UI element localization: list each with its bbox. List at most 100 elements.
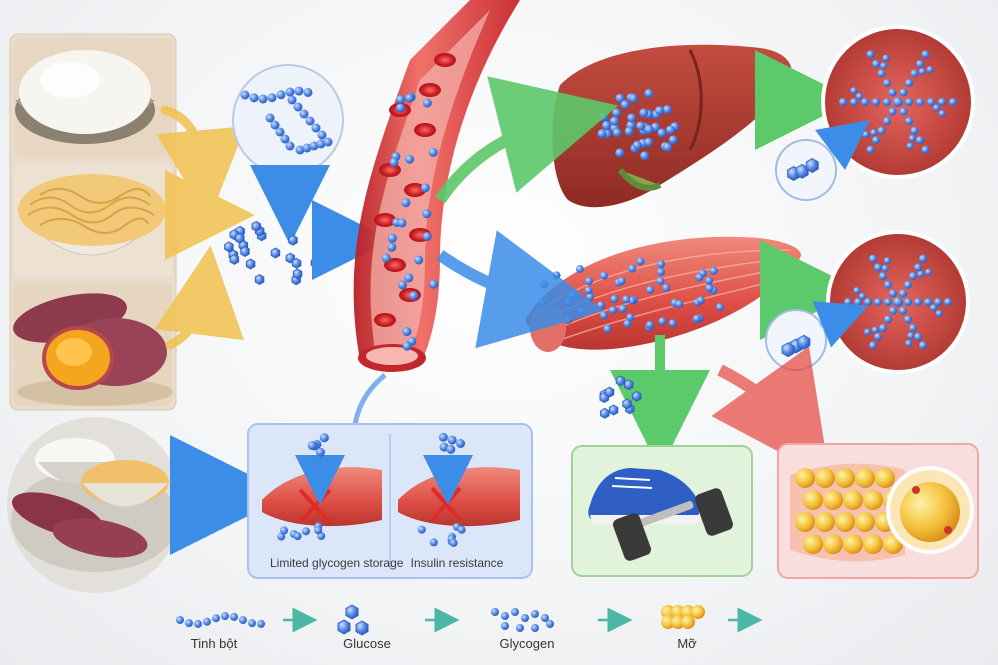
glucose-bead	[938, 98, 946, 106]
glucose-hexagon	[345, 604, 359, 620]
starch-chain-inset	[232, 64, 344, 245]
glucose-hexagon	[224, 241, 234, 253]
glucose-hexagon	[254, 274, 265, 285]
glucose-molecule-icon	[337, 604, 369, 636]
glucose-bead	[265, 113, 275, 123]
liver	[552, 44, 792, 208]
glucose-bead	[285, 141, 295, 151]
glucose-bead	[552, 271, 561, 280]
glucose-bead	[881, 264, 889, 272]
glucose-hexagon	[251, 220, 262, 232]
glucose-hexagon	[291, 257, 302, 269]
glucose-bead	[855, 92, 863, 100]
fat-cell	[835, 468, 855, 488]
glucose-bead	[303, 87, 313, 97]
glucose-bead	[705, 284, 714, 293]
glucose-bead	[893, 97, 903, 107]
glucose-bead	[715, 303, 724, 312]
glucose-bead	[870, 129, 878, 137]
fat-cell	[681, 605, 695, 619]
glucose-bead	[908, 134, 916, 142]
glucose-bead	[910, 69, 919, 78]
glucose-bead	[917, 270, 925, 278]
glucose-hexagon	[622, 398, 632, 410]
glucose-hexagon	[797, 334, 811, 350]
glucose-bead	[531, 610, 539, 618]
fat-cell	[843, 490, 863, 510]
fat-cell	[855, 512, 875, 532]
food-panel	[9, 33, 177, 411]
muscle-glycogen-inset	[765, 230, 970, 374]
fat-cell	[843, 534, 863, 554]
glucose-bead	[640, 151, 650, 161]
glucose-bead	[456, 439, 466, 449]
glucose-bead	[438, 432, 448, 442]
fat-cell	[671, 615, 685, 629]
glucose-bead	[608, 306, 617, 315]
glucose-bead	[584, 277, 593, 286]
glucose-bead	[879, 272, 887, 281]
glucose-bead	[872, 136, 880, 145]
glucose-bead	[194, 619, 202, 628]
glucose-bead	[926, 66, 934, 74]
glucose-bead	[612, 108, 622, 118]
glucose-bead	[293, 532, 302, 541]
mixed-food-plate	[7, 417, 183, 593]
glucose-bead	[904, 280, 912, 289]
glucose-bead	[447, 435, 457, 445]
glucose-bead	[221, 612, 229, 621]
glucose-bead	[521, 614, 529, 622]
glucose-bead	[280, 526, 289, 535]
glucose-bead	[909, 272, 917, 281]
glucose-bead	[709, 266, 718, 275]
glucose-bead	[916, 136, 924, 145]
glucose-hexagon	[270, 247, 281, 259]
red-blood-cell	[374, 313, 396, 327]
vessel-to-muscle-arrow	[436, 230, 605, 349]
glucose-bead	[850, 98, 858, 106]
glucose-bead	[617, 277, 626, 286]
glucose-bead	[921, 145, 930, 154]
glucose-bead	[905, 98, 913, 106]
glucose-bead	[409, 291, 419, 301]
glucose-bead	[314, 526, 323, 535]
glucose-bead	[863, 328, 871, 336]
glucose-bead	[257, 619, 265, 628]
starch-chain-icon	[176, 612, 265, 628]
glucose-bead	[869, 254, 877, 263]
fat-cell	[863, 490, 883, 510]
liver-glycogen-inset	[775, 25, 975, 201]
insulin-resistance-label: Insulin resistance	[410, 556, 504, 570]
glucose-bead	[919, 254, 927, 263]
fat-cell	[661, 615, 675, 629]
glucose-bead	[636, 257, 645, 266]
glucose-bead	[889, 306, 897, 315]
glucose-bead	[397, 218, 407, 228]
glucose-bead	[402, 327, 412, 337]
glucose-bead	[449, 538, 458, 547]
glucose-bead	[916, 98, 924, 106]
glucose-bead	[919, 341, 927, 350]
glucose-bead	[612, 128, 622, 138]
glucose-bead	[396, 94, 406, 104]
glucose-bead	[381, 253, 391, 263]
glucose-hexagon	[315, 224, 326, 236]
glucose-bead	[569, 290, 578, 299]
red-blood-cell	[379, 163, 401, 177]
glucose-bead	[656, 276, 665, 285]
glucose-bead	[883, 257, 891, 265]
glucose-bead	[654, 106, 664, 116]
glucose-bead	[307, 441, 317, 451]
glucose-hexagon	[288, 234, 298, 246]
glucose-bead	[420, 183, 430, 193]
glucose-bead	[909, 323, 917, 332]
glucose-bead	[866, 50, 875, 59]
glucose-bead	[628, 264, 637, 273]
glucose-bead	[402, 341, 412, 351]
glucose-bead	[511, 608, 519, 616]
glucose-bead	[446, 444, 456, 454]
blood-vessel	[353, 0, 520, 372]
glucose-bead	[294, 86, 304, 96]
glucose-hexagon	[240, 246, 250, 257]
glucose-bead	[546, 620, 554, 628]
